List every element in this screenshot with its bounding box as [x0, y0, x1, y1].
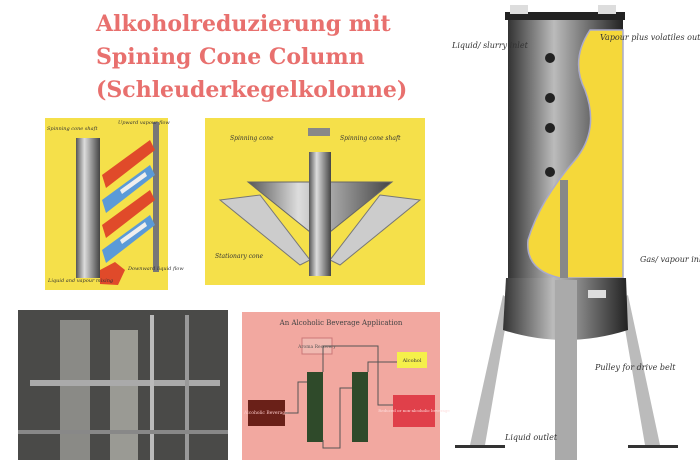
column-2 — [352, 372, 368, 442]
svg-text:An Alcoholic Beverage Applicat: An Alcoholic Beverage Application — [279, 319, 403, 327]
panel-spinning-cone: Spinning cone Spinning cone shaft Statio… — [205, 118, 425, 285]
svg-text:Alcoholic Beverage: Alcoholic Beverage — [243, 410, 288, 416]
svg-text:Aroma Recovery: Aroma Recovery — [297, 344, 336, 350]
svg-text:Spinning cone shaft: Spinning cone shaft — [340, 135, 401, 142]
svg-text:Stationary cone: Stationary cone — [215, 253, 263, 260]
plant-photo — [18, 310, 228, 460]
svg-text:Liquid and vapour mixing: Liquid and vapour mixing — [47, 278, 113, 284]
svg-text:Upward vapour flow: Upward vapour flow — [118, 120, 170, 126]
svg-text:Spinning cone: Spinning cone — [230, 135, 274, 142]
spinning-cone-column: Liquid/ slurry inlet Vapour plus volatil… — [451, 5, 700, 460]
svg-text:Gas/ vapour inlet: Gas/ vapour inlet — [640, 255, 700, 264]
cone-slats — [102, 140, 155, 263]
svg-text:Spinning cone shaft: Spinning cone shaft — [47, 126, 98, 132]
page-title: Alkoholreduzierung mit Spining Cone Colu… — [96, 11, 408, 103]
shaft — [76, 138, 100, 278]
svg-text:Liquid outlet: Liquid outlet — [504, 433, 558, 442]
svg-text:Pulley for drive belt: Pulley for drive belt — [594, 363, 676, 372]
column-1 — [307, 372, 323, 442]
svg-text:Liquid/ slurry inlet: Liquid/ slurry inlet — [451, 41, 529, 50]
svg-text:Alcohol: Alcohol — [402, 358, 422, 364]
svg-text:Reduced or non-alcoholic bever: Reduced or non-alcoholic beverage — [378, 408, 450, 413]
beverage-flowchart: An Alcoholic Beverage Application Aroma … — [242, 312, 450, 460]
svg-text:Vapour plus volatiles outlet: Vapour plus volatiles outlet — [600, 33, 700, 42]
panel-cone-flow-detail: Spinning cone shaft Upward vapour flow D… — [45, 118, 184, 290]
svg-text:Downward liquid flow: Downward liquid flow — [127, 266, 184, 272]
